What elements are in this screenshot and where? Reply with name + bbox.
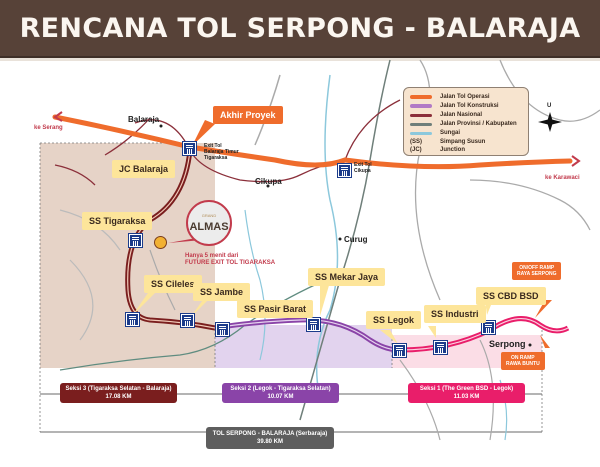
legend-item: Jalan Provinsi / Kabupaten xyxy=(410,120,517,128)
callout-ss-pasir-barat: SS Pasir Barat xyxy=(237,300,314,318)
callout-ss-tigaraksa: SS Tigaraksa xyxy=(82,212,153,230)
interchange-icon-tigaraksa xyxy=(128,233,143,248)
interchange-icon-balaraja-timur xyxy=(182,141,197,156)
section-label-seksi3: Seksi 3 (Tigaraksa Selatan - Balaraja)17… xyxy=(60,383,177,403)
interchange-icon-legok xyxy=(392,343,407,358)
label-ke-serang: ke Serang xyxy=(34,125,63,131)
callout-ss-industri: SS Industri xyxy=(424,305,486,323)
label-cikupa: Cikupa xyxy=(255,177,282,186)
interchange-icon-industri xyxy=(433,340,448,355)
callout-jc-balaraja: JC Balaraja xyxy=(112,160,176,178)
legend-abbr: (SS)Simpang Susun xyxy=(410,139,486,145)
legend-abbr: (JC)Junction xyxy=(410,147,465,153)
callout-ss-cbd-bsd: SS CBD BSD xyxy=(476,287,546,305)
map-header: RENCANA TOL SERPONG - BALARAJA xyxy=(0,0,600,58)
label-serpong: Serpong xyxy=(489,339,526,349)
map-legend: Jalan Tol Operasi Jalan Tol Konstruksi J… xyxy=(403,87,529,156)
map-title: RENCANA TOL SERPONG - BALARAJA xyxy=(19,12,581,44)
total-length-label: TOL SERPONG - BALARAJA (Serbaraja)39.80 … xyxy=(206,427,334,449)
interchange-icon-jambe xyxy=(180,313,195,328)
callout-ss-jambe: SS Jambe xyxy=(193,283,251,301)
location-pin-icon xyxy=(154,236,167,249)
seksi2-area xyxy=(215,325,392,368)
legend-item: Sungai xyxy=(410,129,460,137)
callout-ss-cileles: SS Cileles xyxy=(144,275,202,293)
legend-item: Jalan Nasional xyxy=(410,111,482,119)
label-balaraja: Balaraja xyxy=(128,115,160,124)
compass-icon xyxy=(538,112,562,132)
label-ke-karawaci: ke Karawaci xyxy=(545,175,580,181)
callout-akhir-proyek: Akhir Proyek xyxy=(213,106,283,124)
interchange-icon-cileles xyxy=(125,312,140,327)
interchange-icon-pasir-barat xyxy=(215,322,230,337)
section-label-seksi2: Seksi 2 (Legok - Tigaraksa Selatan)10.07… xyxy=(222,383,339,403)
compass-north-label: U xyxy=(547,103,552,109)
legend-item: Jalan Tol Konstruksi xyxy=(410,102,499,110)
legend-item: Jalan Tol Operasi xyxy=(410,93,490,101)
section-label-seksi1: Seksi 1 (The Green BSD - Legok)11.03 KM xyxy=(408,383,525,403)
interchange-icon-cbd-bsd xyxy=(481,320,496,335)
label-curug: Curug xyxy=(344,235,368,244)
interchange-icon-mekar-jaya xyxy=(306,317,321,332)
grand-almas-logo: GRAND ALMAS xyxy=(186,200,232,246)
callout-ss-mekar-jaya: SS Mekar Jaya xyxy=(308,268,386,286)
interchange-icon-cikupa xyxy=(337,163,352,178)
callout-ss-legok: SS Legok xyxy=(366,311,422,329)
header-divider xyxy=(0,58,600,61)
